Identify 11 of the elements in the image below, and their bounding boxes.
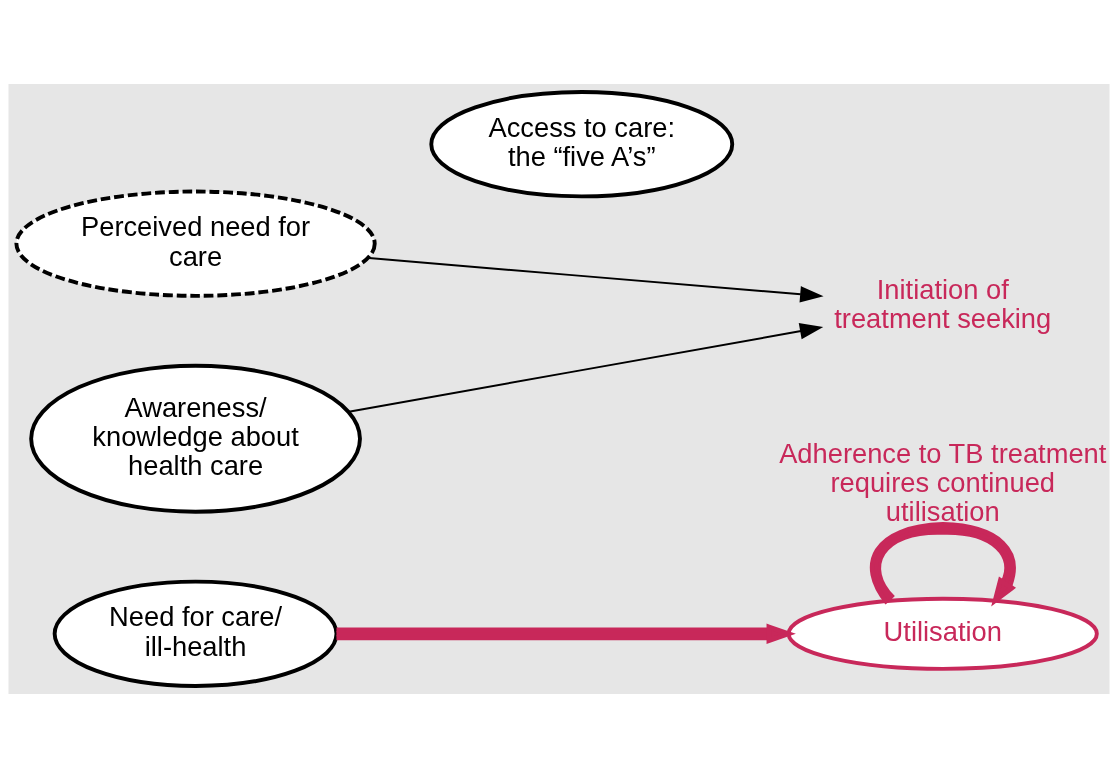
node-ellipse: Utilisation [786,596,1099,671]
node-ellipse: Awareness/ knowledge about health care [29,363,362,514]
arrow [368,257,824,303]
node-ellipse: Need for care/ ill-health [52,579,339,688]
arrow [347,323,824,413]
node-ellipse: Access to care: the “five A’s” [429,90,735,199]
node-text: Initiation of treatment seeking [834,273,1052,334]
node-ellipse: Perceived need for care [14,189,377,298]
arrow [336,623,796,645]
edge-label: Adherence to TB treatment requires continued utilisation [779,437,1107,528]
arrow [869,522,1016,607]
